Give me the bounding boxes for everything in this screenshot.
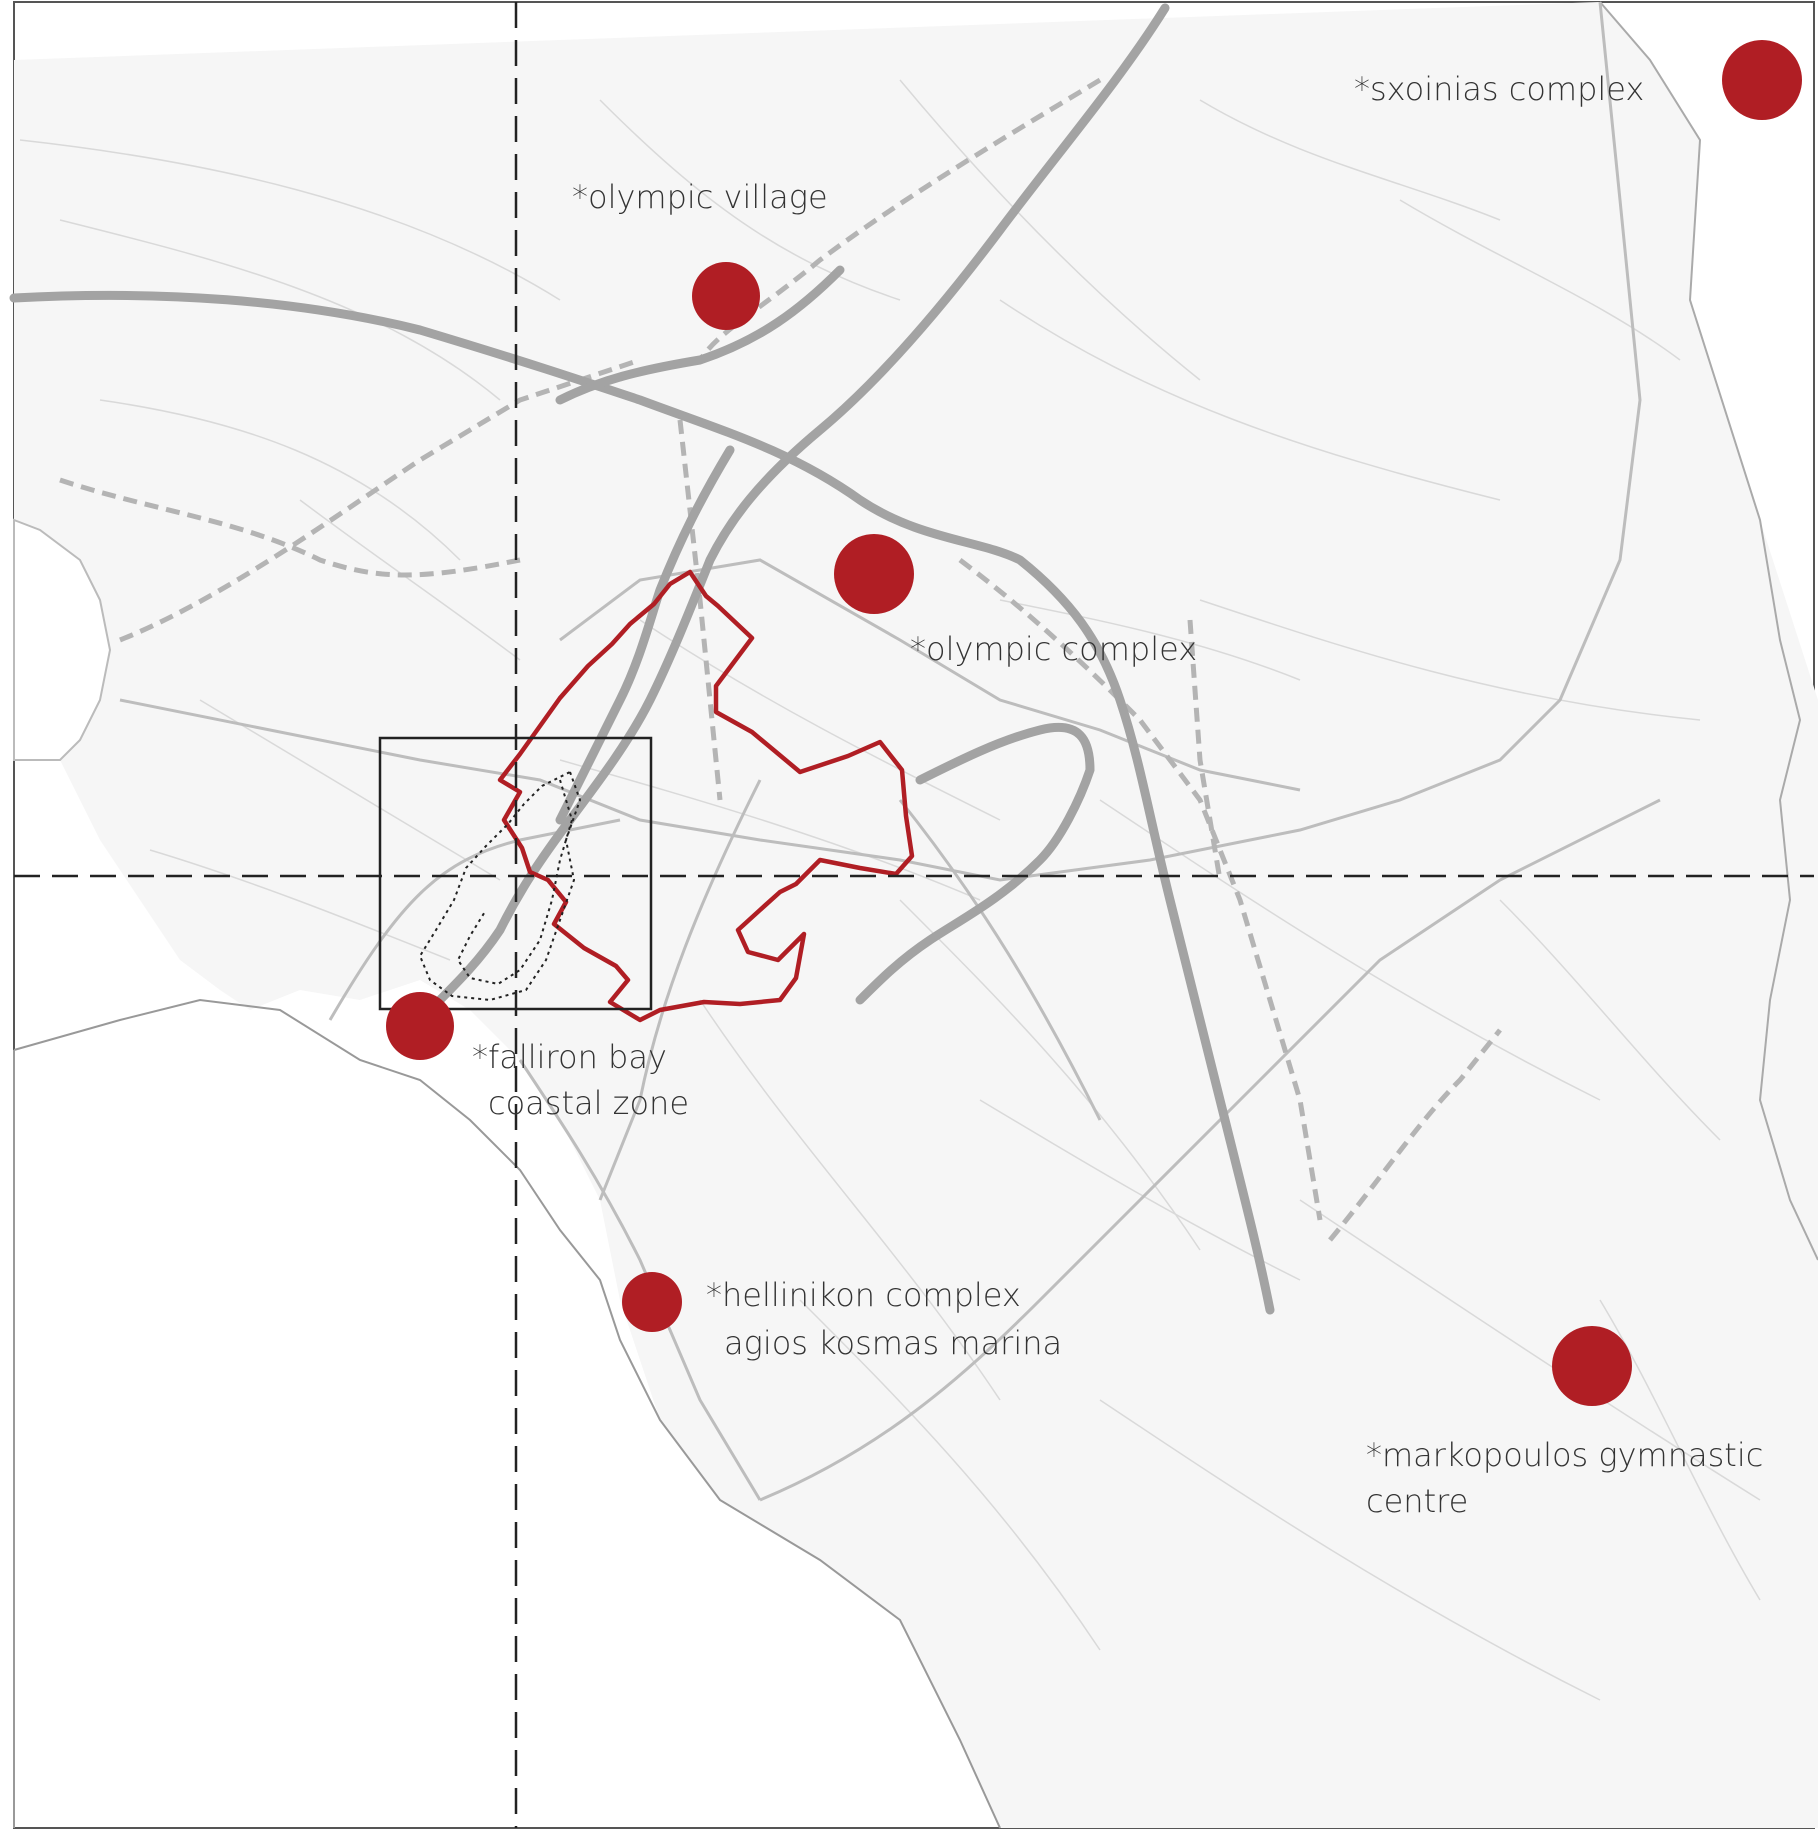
marker-falliron-bay[interactable] [386, 992, 454, 1060]
marker-markopoulos[interactable] [1552, 1326, 1632, 1406]
label-olympic-village: *olympic village [572, 178, 828, 216]
label-olympic-complex: *olympic complex [910, 630, 1197, 668]
label-sxoinias: *sxoinias complex [1354, 70, 1644, 108]
label-hellinikon-line2: agios kosmas marina [724, 1324, 1062, 1362]
marker-olympic-village[interactable] [692, 262, 760, 330]
bay-water [13, 518, 112, 761]
coastline [13, 998, 1001, 1829]
highways [9, 3, 1275, 1315]
marker-olympic-complex[interactable] [834, 534, 914, 614]
east-coastline [1599, 1, 1818, 1261]
study-area-boundary [497, 569, 915, 1023]
label-markopoulos-line2: centre [1366, 1482, 1468, 1520]
marker-hellinikon[interactable] [622, 1272, 682, 1332]
marker-sxoinias[interactable] [1722, 40, 1802, 120]
label-falliron-line1: *falliron bay [472, 1038, 667, 1076]
dotted-boundary [418, 770, 582, 1002]
dotted-boundary-inner [456, 779, 574, 986]
label-hellinikon-line1: *hellinikon complex [706, 1276, 1021, 1314]
label-markopoulos-line1: *markopoulos gymnastic [1366, 1436, 1763, 1474]
secondary-roads [119, 1, 1661, 1502]
venue-markers [386, 40, 1802, 1406]
label-falliron-line2: coastal zone [488, 1084, 689, 1122]
